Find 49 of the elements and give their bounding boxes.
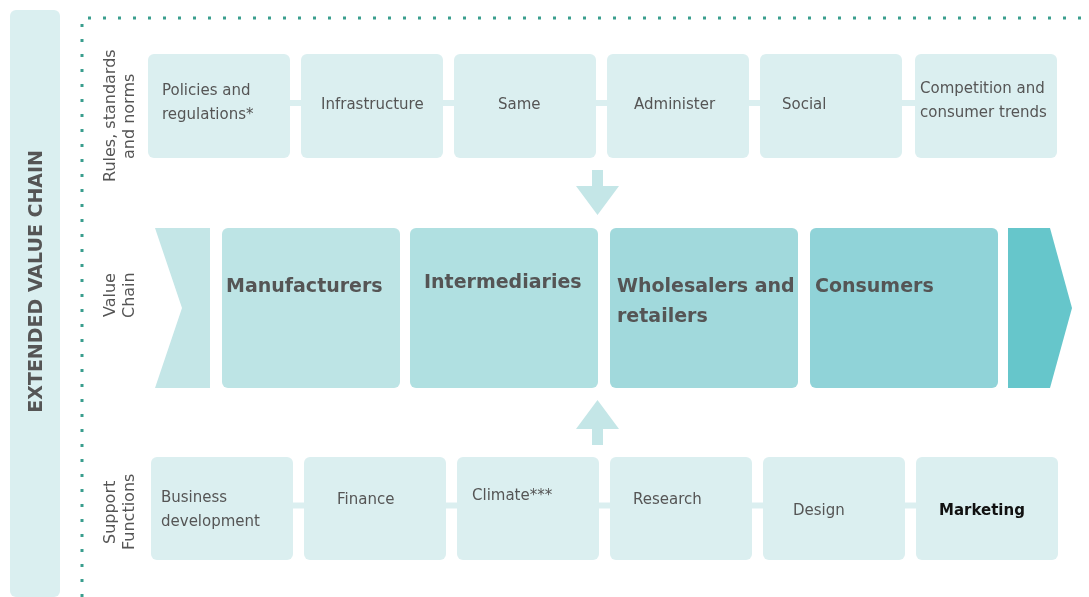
factor-box xyxy=(763,457,905,560)
box-label: Infrastructure xyxy=(321,94,425,115)
factor-box xyxy=(454,54,596,158)
box-label: Climate*** xyxy=(472,485,554,506)
box-label: Wholesalers and retailers xyxy=(617,273,796,328)
box-label: Same xyxy=(498,94,542,115)
connector-line xyxy=(905,502,916,509)
stage-box xyxy=(410,228,598,388)
factor-box xyxy=(151,457,293,560)
stage-box xyxy=(610,228,798,388)
factor-box xyxy=(760,54,902,158)
block-arrow xyxy=(576,170,619,215)
connector-line xyxy=(752,502,763,509)
factor-box xyxy=(148,54,290,158)
row-label: Value Chain xyxy=(100,271,138,320)
block-arrow xyxy=(576,400,619,445)
box-label: Competition and consumer trends xyxy=(920,78,1048,123)
box-label: Research xyxy=(633,489,703,510)
box-label: Consumers xyxy=(815,273,935,298)
factor-box xyxy=(304,457,446,560)
row-label: Rules, standards and norms xyxy=(100,48,138,185)
stage-box xyxy=(222,228,400,388)
connector-line xyxy=(446,502,457,509)
connector-line xyxy=(596,100,607,106)
box-label: Business development xyxy=(161,487,261,532)
factor-box xyxy=(607,54,749,158)
box-label: Marketing xyxy=(939,500,1026,521)
box-label: Policies and regulations* xyxy=(162,80,255,125)
factor-box xyxy=(457,457,599,560)
factor-box xyxy=(610,457,752,560)
side-band xyxy=(10,10,60,597)
connector-line xyxy=(902,100,915,106)
box-label: Administer xyxy=(634,94,717,115)
factor-box xyxy=(915,54,1057,158)
connector-line xyxy=(293,502,304,509)
factor-box xyxy=(916,457,1058,560)
band-title: EXTENDED VALUE CHAIN xyxy=(24,150,46,413)
box-label: Design xyxy=(793,500,846,521)
box-label: Social xyxy=(782,94,828,115)
connector-line xyxy=(443,100,454,106)
box-label: Manufacturers xyxy=(226,273,384,298)
stage-box xyxy=(810,228,998,388)
connector-line xyxy=(290,100,301,106)
factor-box xyxy=(301,54,443,158)
box-label: Intermediaries xyxy=(424,269,583,294)
connector-line xyxy=(749,100,760,106)
row-label: Support Functions xyxy=(100,472,138,553)
box-label: Finance xyxy=(337,489,396,510)
connector-line xyxy=(599,502,610,509)
